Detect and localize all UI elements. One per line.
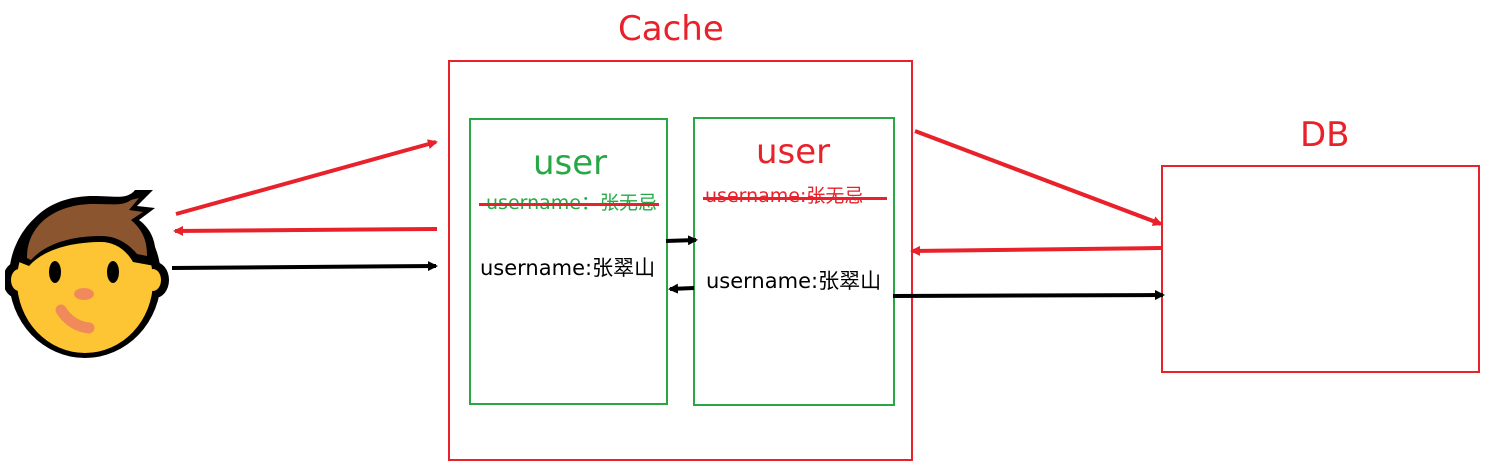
entry-new-new-value: username:张翠山 <box>706 269 882 293</box>
person-face-icon <box>5 190 169 358</box>
arrow-entry-new-to-old <box>668 283 695 294</box>
arrow-db-to-cache-red <box>910 245 1162 256</box>
entry-new-stale-value: username:张无忌 <box>705 185 864 207</box>
arrow-cache-to-db-red <box>914 129 1163 226</box>
entry-new-label: user <box>756 132 831 172</box>
entry-old-strikethrough <box>479 203 659 206</box>
arrow-cache-to-db-black <box>892 290 1165 301</box>
arrow-cache-to-person-red <box>173 225 438 236</box>
entry-old-label: user <box>533 143 608 183</box>
entry-old-new-value: username:张翠山 <box>480 256 656 280</box>
db-box <box>1161 165 1480 373</box>
cache-entry-new: user username:张无忌 username:张翠山 <box>693 117 895 406</box>
cache-entry-old: user username：张无忌 username:张翠山 <box>469 118 668 405</box>
arrow-person-to-cache-red <box>175 139 438 216</box>
entry-new-strikethrough <box>703 197 887 200</box>
arrow-entry-old-to-new <box>665 235 698 246</box>
db-title: DB <box>1300 115 1350 155</box>
arrow-person-to-cache-black <box>171 261 438 272</box>
cache-box <box>448 60 913 461</box>
cache-title: Cache <box>618 9 724 49</box>
